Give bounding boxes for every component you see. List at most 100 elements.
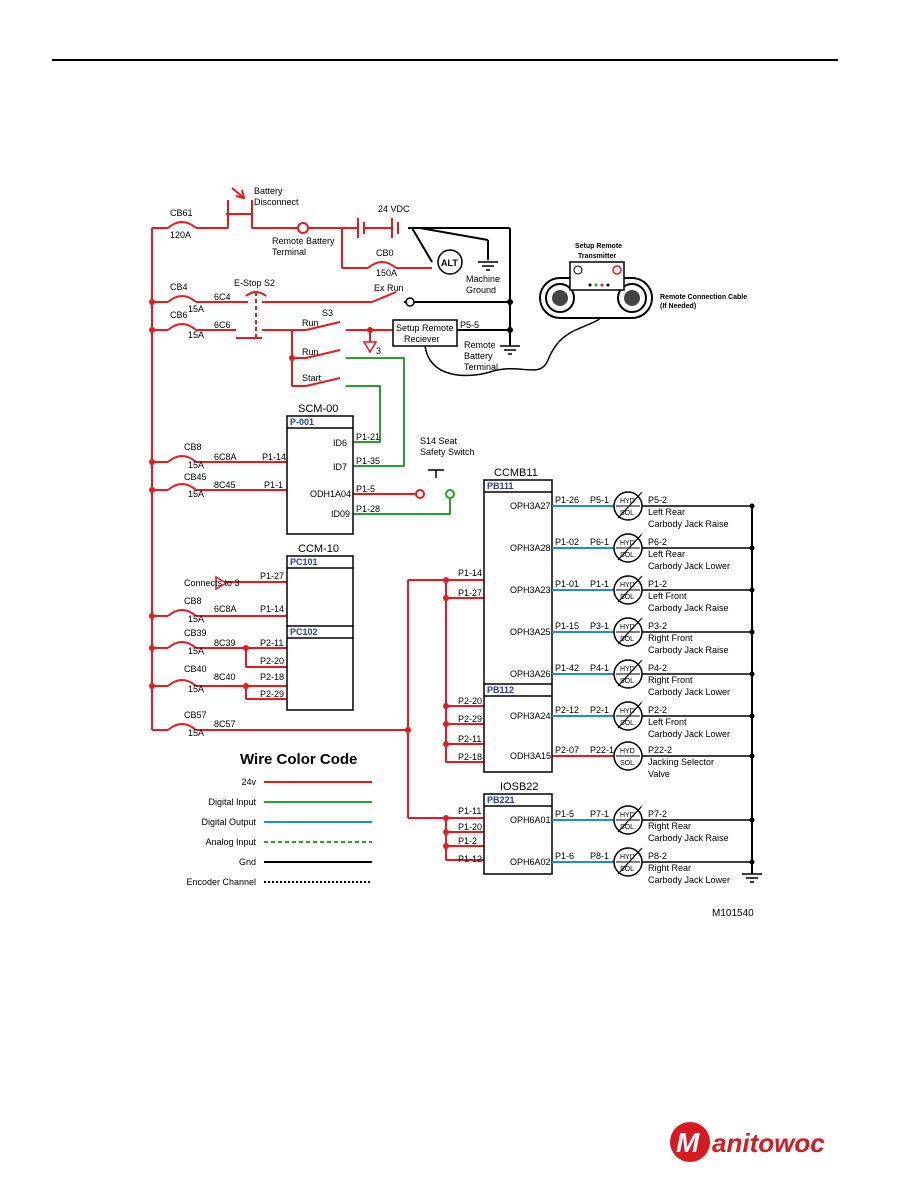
ccmb-output-label2-3: Carbody Jack Raise (648, 645, 729, 655)
ccmb-header-1: PB111 (487, 481, 514, 491)
iosb-in-2: P1-20 (458, 822, 482, 832)
iosb-output-label1-0: Right Rear (648, 821, 691, 831)
connects-to-3-triangle (215, 575, 228, 591)
ccmb-output-hyd-3: HYD (620, 624, 635, 631)
setup-remote-transmitter (539, 261, 653, 319)
figure-id: M101540 (712, 908, 754, 919)
legend-label-3: Analog Input (205, 837, 256, 847)
iosb-in-3: P1-2 (458, 836, 477, 846)
ccmb-output-arrow-icon-0 (617, 491, 643, 519)
iosb-header: PB221 (487, 795, 515, 805)
ccm-cb8-label: CB8 (184, 596, 202, 606)
ccmb-output-sol-2: SOL (620, 594, 634, 601)
scm-00-module (286, 415, 354, 535)
ccmb-output-arrow-icon-2 (617, 575, 643, 603)
cb6-amp: 15A (188, 330, 204, 340)
legend-label-4: Gnd (239, 857, 256, 867)
ccmb-output-sol-0: SOL (620, 510, 634, 517)
rbt-label-1: Remote Battery (272, 236, 335, 246)
ccmb-output-arrow-icon-5 (617, 701, 643, 729)
legend-label-5: Encoder Channel (186, 877, 256, 887)
connector-3-triangle (362, 341, 378, 354)
ex-run-terminal (405, 297, 415, 307)
ccmb-output-label2-0: Carbody Jack Raise (648, 519, 729, 529)
scm-wire-2: P1-35 (356, 456, 380, 466)
ccmb-output-port-2: OPH3A23 (510, 585, 551, 595)
iosb-output-label1-1: Right Rear (648, 863, 691, 873)
p55-label: P5-5 (460, 320, 479, 330)
ccmb-output-pin-0: P1-26 (555, 495, 579, 505)
ccmb-output-out-3: P3-2 (648, 621, 667, 631)
cb45-pin: P1-1 (264, 480, 283, 490)
seat-switch-label-1: S14 Seat (420, 436, 458, 446)
ccmb-output-out-6: P22-2 (648, 745, 672, 755)
rbt-label-2: Terminal (272, 247, 306, 257)
ccmb-output-sol-4: SOL (620, 678, 634, 685)
ccmb-output-port-5: OPH3A24 (510, 711, 551, 721)
iosb-output-pin-1: P1-6 (555, 851, 574, 861)
ccmb-output-out-4: P4-2 (648, 663, 667, 673)
ccmb-in-2: P1-27 (458, 588, 482, 598)
scm-wire-1: P1-21 (356, 432, 380, 442)
ccm-header-1: PC101 (290, 557, 318, 567)
power-bus-24v (151, 200, 614, 861)
s3-label: S3 (322, 308, 333, 318)
ccmb-output-hyd-2: HYD (620, 582, 635, 589)
rbt2-label-2: Battery (464, 351, 493, 361)
ccm-cb8-amp: 15A (188, 614, 204, 624)
ccmb-output-label2-2: Carbody Jack Raise (648, 603, 729, 613)
battery-disconnect-label-1: Battery (254, 186, 283, 196)
cb61-amp: 120A (170, 230, 191, 240)
ccmb-output-label1-3: Right Front (648, 633, 693, 643)
iosb-output-arrow-icon-0 (617, 805, 643, 833)
iosb-output-pin-0: P1-5 (555, 809, 574, 819)
legend-label-1: Digital Input (208, 797, 256, 807)
ccm-p114: P1-14 (260, 604, 284, 614)
ccmb-in2-2: P2-29 (458, 714, 482, 724)
ccmb-output-wire-label-6: P22-1 (590, 745, 614, 755)
legend-label-0: 24v (241, 777, 256, 787)
tri-3-label: 3 (376, 346, 381, 356)
ccmb-output-label1-4: Right Front (648, 675, 693, 685)
machine-ground-2: Ground (466, 285, 496, 295)
ccmb-output-out-5: P2-2 (648, 705, 667, 715)
connects-to-3-label: Connects to 3 (184, 578, 240, 588)
ccmb-output-sol-5: SOL (620, 720, 634, 727)
seat-switch-icon (428, 469, 444, 478)
ccm-p229: P2-29 (260, 689, 284, 699)
manitowoc-logo: M anitowoc (670, 1122, 825, 1162)
ccmb-output-wire-label-5: P2-1 (590, 705, 609, 715)
cb8a-pin: P1-14 (262, 452, 286, 462)
battery-disconnect-label-2: Disconnect (254, 197, 299, 207)
ccmb-output-pin-2: P1-01 (555, 579, 579, 589)
ccmb-output-port-6: ODH3A15 (510, 751, 551, 761)
iosb-output-wire-label-0: P7-1 (590, 809, 609, 819)
scm-pin-3: ODH1A04 (310, 489, 351, 499)
svg-text:M: M (676, 1127, 700, 1158)
ccmb11-module (483, 479, 553, 773)
cb45-label: CB45 (184, 472, 207, 482)
legend-label-2: Digital Output (201, 817, 256, 827)
ccm-p211: P2-11 (260, 638, 283, 648)
ccmb-output-pin-4: P1-42 (555, 663, 579, 673)
cb0-amp: 150A (376, 268, 397, 278)
setup-remote-receiver (392, 319, 458, 347)
ccmb-output-gnd-dot-4 (749, 671, 755, 677)
ccmb-output-gnd-dot-2 (749, 587, 755, 593)
ground-junctions (507, 299, 513, 333)
ccmb-output-pin-6: P2-07 (555, 745, 579, 755)
scm-pin-2: ID7 (333, 462, 347, 472)
ccm-10-module (286, 555, 354, 711)
ccmb-output-sol-1: SOL (620, 552, 634, 559)
start-label: Start (302, 373, 322, 383)
ccmb-in2-1: P2-20 (458, 696, 482, 706)
ccmb-output-label1-5: Left Front (648, 717, 687, 727)
ccmb-in2-4: P2-18 (458, 752, 482, 762)
legend-title: Wire Color Code (240, 751, 357, 768)
seat-switch-label-2: Safety Switch (420, 447, 475, 457)
rbt2-label-3: Terminal (464, 362, 498, 372)
ccm-header-2: PC102 (290, 627, 318, 637)
machine-ground-1: Machine (466, 274, 500, 284)
iosb-output-out-1: P8-2 (648, 851, 667, 861)
ccmb-output-label2-5: Carbody Jack Lower (648, 729, 730, 739)
